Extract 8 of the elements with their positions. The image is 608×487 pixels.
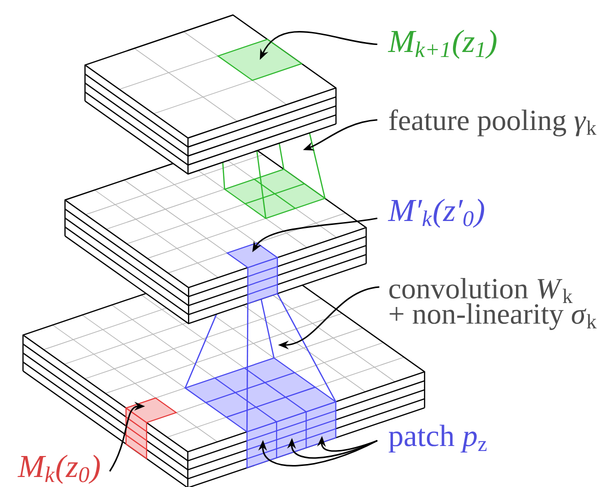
- math-label: M′$_{k}$(z′$_{0}$): [388, 198, 484, 228]
- frustum-outline: [184, 293, 336, 432]
- math-label: patch p$_{z}$: [388, 424, 487, 453]
- frustum-outline: [222, 132, 326, 219]
- math-label: M$_{k+1}$(z$_{1}$): [388, 30, 496, 59]
- annotation-text: feature pooling γ$_{k}$: [389, 109, 596, 136]
- annotation-text: convolution W$_{k}$ + non-linearity σ$_{k}$: [389, 278, 597, 330]
- math-label: M$_{k}$(z$_{0}$): [18, 454, 100, 484]
